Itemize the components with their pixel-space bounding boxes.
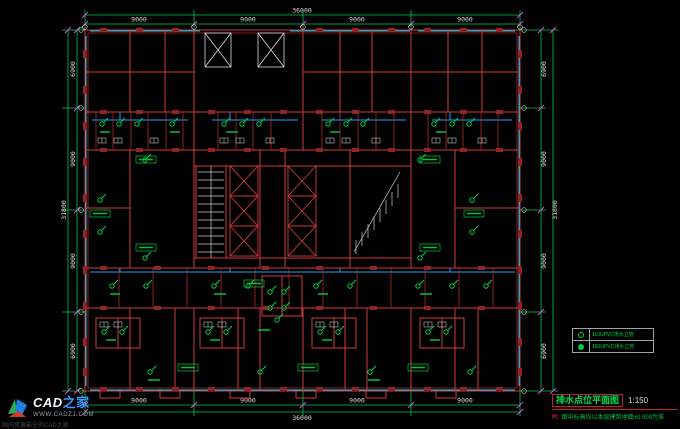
stair-core-left <box>195 165 259 259</box>
dim-top-seg: 9000 <box>349 16 365 24</box>
dim-bottom-seg: 9000 <box>457 397 473 405</box>
title-row: 排水点位平面图 1:150 <box>552 394 678 410</box>
dim-left-total: 31800 <box>60 200 68 220</box>
drawing-scale: 1:150 <box>628 396 649 405</box>
watermark: CAD之家 WWW.CADZJ.COM <box>6 396 94 420</box>
dim-bottom-seg: 9000 <box>349 397 365 405</box>
dim-bottom-seg: 9000 <box>131 397 147 405</box>
legend-row-label: 160UPVC排水立管 <box>592 344 635 350</box>
dim-left-seg: 9000 <box>69 151 77 167</box>
legend-riser-symbol-icon <box>573 341 590 352</box>
legend-row: 110UPVC排水立管 <box>573 329 653 340</box>
note-prefix: 附: <box>552 415 560 421</box>
dim-left-seg: 6900 <box>69 61 77 77</box>
dim-right-seg: 6900 <box>540 343 548 359</box>
dim-top-seg: 9000 <box>240 16 256 24</box>
dim-top-total: 36000 <box>292 7 312 15</box>
dimension-lines <box>62 10 558 416</box>
dim-right-seg: 9000 <box>540 151 548 167</box>
stair-core-right <box>287 165 401 257</box>
legend-riser-symbol-icon <box>573 329 590 340</box>
watermark-text: CAD之家 WWW.CADZJ.COM <box>33 396 94 418</box>
dim-top-seg: 9000 <box>457 16 473 24</box>
legend-row-label: 110UPVC排水立管 <box>592 332 634 338</box>
dim-left-seg: 9000 <box>69 253 77 269</box>
balcony-stubs <box>99 391 457 399</box>
dim-left-seg: 6900 <box>69 343 77 359</box>
dimension-tick-marks <box>64 11 557 416</box>
drawing-title-block: 排水点位平面图 1:150 附:图中标高均以本层建筑地面±0.000为准 <box>552 394 678 421</box>
brand-name: CAD之家 <box>33 396 94 409</box>
walls <box>84 29 521 392</box>
note-body: 图中标高均以本层建筑地面±0.000为准 <box>561 415 664 421</box>
brand-url: WWW.CADZJ.COM <box>33 412 95 418</box>
dim-bottom-seg: 9000 <box>240 397 256 405</box>
dim-top-seg: 9000 <box>131 16 147 24</box>
top-shafts <box>204 32 285 68</box>
legend-row: 160UPVC排水立管 <box>573 340 653 352</box>
dim-right-seg: 6900 <box>540 61 548 77</box>
cadzj-logo-icon <box>8 399 27 417</box>
brand-home: 之家 <box>62 395 90 410</box>
legend-table: 110UPVC排水立管 160UPVC排水立管 <box>572 328 654 353</box>
dimension-text: 36000 9000 9000 9000 9000 9000 9000 9000… <box>60 7 559 423</box>
drainage-point-symbols <box>97 117 493 375</box>
dim-right-total: 31800 <box>551 200 559 220</box>
annotation-marks <box>89 131 485 381</box>
axis-bubbles <box>78 24 527 394</box>
dim-bottom-total: 36000 <box>292 414 312 422</box>
watermark-tagline: 国内资源最全的CAD之家 <box>2 423 69 429</box>
dim-right-seg: 9000 <box>540 253 548 269</box>
drawing-note: 附:图中标高均以本层建筑地面±0.000为准 <box>552 412 678 421</box>
brand-cad: CAD <box>33 395 63 410</box>
drawing-title: 排水点位平面图 <box>552 394 624 407</box>
